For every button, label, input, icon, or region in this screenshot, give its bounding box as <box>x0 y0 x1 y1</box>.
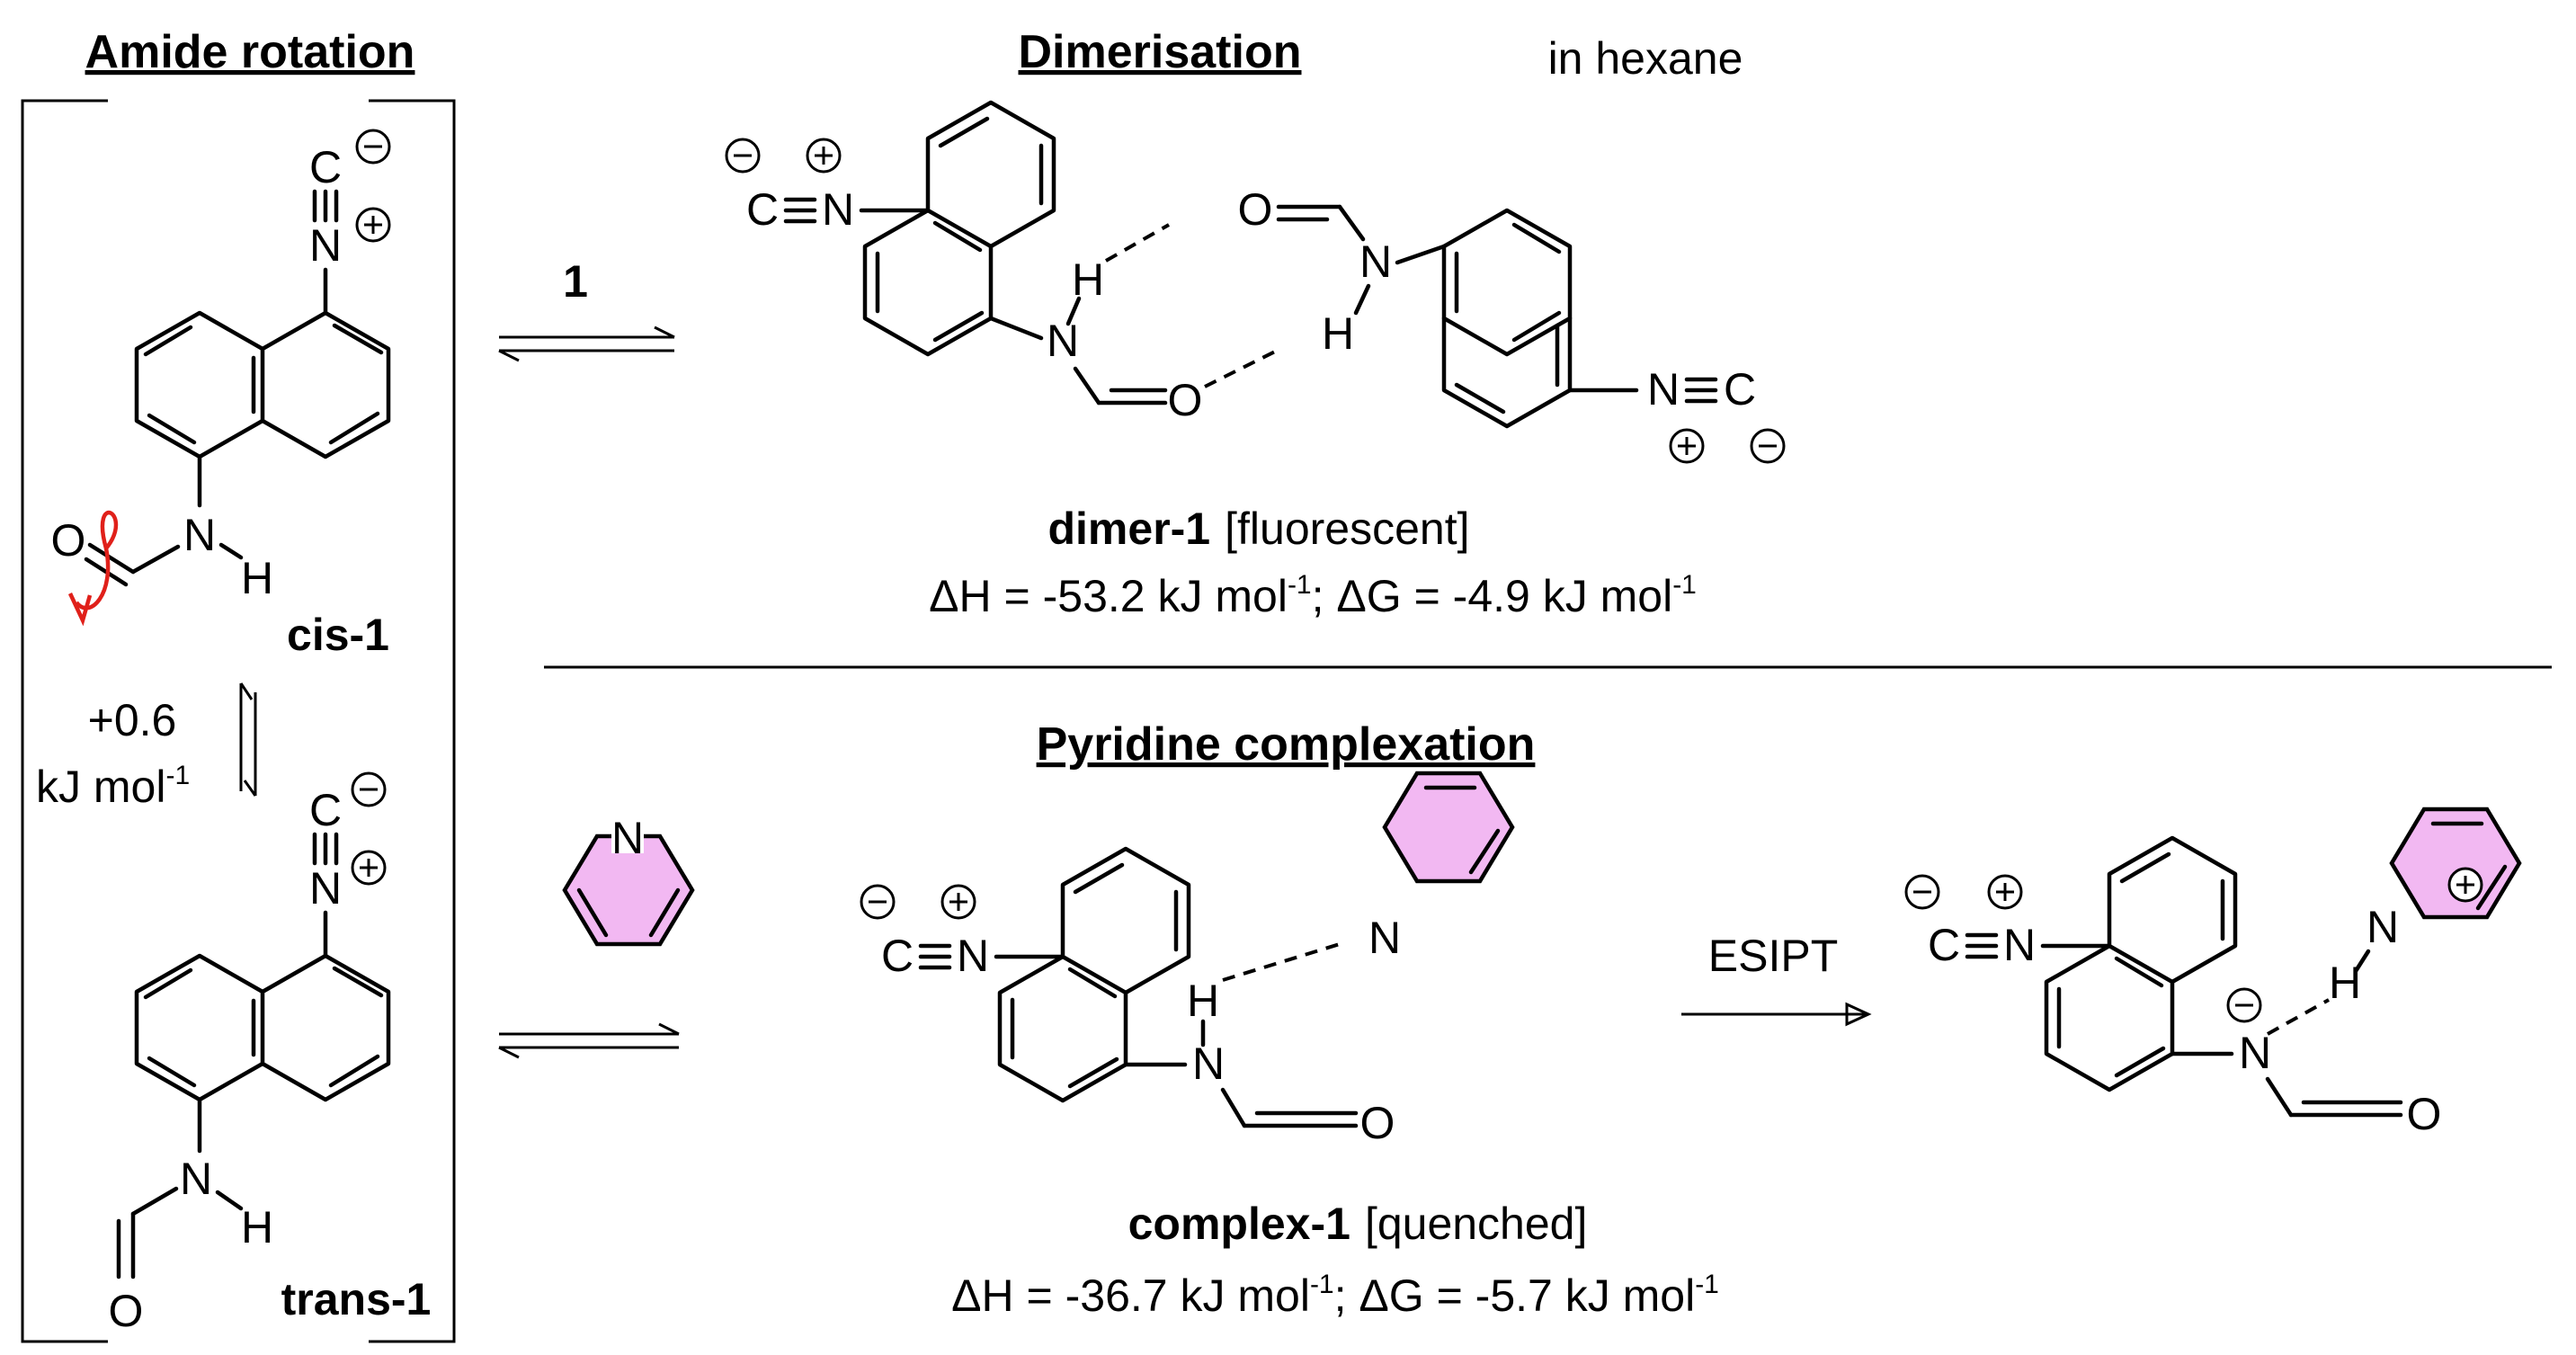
svg-text:C: C <box>881 931 914 981</box>
svg-text:O: O <box>109 1286 144 1336</box>
svg-text:C: C <box>746 184 779 235</box>
esipt-label: ESIPT <box>1708 931 1838 981</box>
svg-text:N: N <box>180 1154 212 1204</box>
svg-text:C: C <box>1928 920 1960 970</box>
svg-text:H: H <box>1322 308 1354 359</box>
trans-1-label: trans-1 <box>281 1274 432 1324</box>
svg-text:N: N <box>2239 1028 2271 1078</box>
dimerisation-equilibrium-arrow <box>498 325 675 362</box>
svg-text:H: H <box>241 553 273 603</box>
svg-text:N: N <box>611 813 644 863</box>
amide-rotation-bracket <box>21 99 456 1343</box>
svg-text:O: O <box>1168 375 1203 425</box>
svg-text:N: N <box>1359 236 1392 287</box>
esipt-arrow <box>1681 1002 1872 1027</box>
svg-text:H: H <box>1072 254 1104 305</box>
complex-1-caption: complex-1[quenched] <box>1128 1199 1588 1249</box>
svg-text:N: N <box>183 510 216 560</box>
complex-1-structure: C N N H O N <box>860 771 1515 1148</box>
svg-text:H: H <box>241 1202 273 1252</box>
svg-text:N: N <box>1647 364 1680 415</box>
svg-text:N: N <box>1368 913 1401 963</box>
svg-text:O: O <box>2407 1089 2442 1139</box>
svg-text:N: N <box>957 931 989 981</box>
heading-dimerisation: Dimerisation <box>1019 26 1302 78</box>
rotation-arrow <box>75 510 119 611</box>
svg-text:N: N <box>822 184 854 235</box>
trans-1-structure: C N N H O <box>109 771 391 1336</box>
heading-pyridine-complexation: Pyridine complexation <box>1037 718 1536 771</box>
svg-text:O: O <box>51 515 86 566</box>
rotation-equilibrium-arrows <box>239 682 257 797</box>
svg-text:N: N <box>2003 920 2036 970</box>
svg-text:C: C <box>309 785 342 835</box>
cis-1-structure: C N N H O <box>51 129 391 627</box>
solvent-note: in hexane <box>1548 33 1743 84</box>
svg-text:H: H <box>2329 958 2361 1008</box>
complex-1-thermo: ΔH = -36.7 kJ mol-1; ΔG = -5.7 kJ mol-1 <box>951 1270 1719 1321</box>
dimer-1-caption: dimer-1[fluorescent] <box>1048 504 1470 554</box>
svg-text:N: N <box>1192 1039 1225 1089</box>
svg-text:H: H <box>1187 976 1219 1026</box>
dimer-1-thermo: ΔH = -53.2 kJ mol-1; ΔG = -4.9 kJ mol-1 <box>929 570 1697 621</box>
rotation-energy-unit: kJ mol-1 <box>36 761 190 812</box>
rotation-energy-value: +0.6 <box>88 695 177 745</box>
esipt-product-structure: C N N O H N <box>1904 807 2522 1139</box>
svg-text:O: O <box>1238 184 1273 235</box>
pyridine-equilibrium-arrow <box>498 1022 680 1059</box>
svg-text:N: N <box>309 220 342 271</box>
pyridine-reagent: N <box>562 813 695 947</box>
svg-text:N: N <box>1047 316 1079 366</box>
cis-1-label: cis-1 <box>287 610 389 660</box>
dimer-1-structure: C N N H O O N H <box>725 100 1786 464</box>
svg-text:C: C <box>309 142 342 192</box>
heading-amide-rotation: Amide rotation <box>85 26 415 78</box>
svg-text:O: O <box>1360 1098 1395 1148</box>
svg-text:N: N <box>2367 902 2399 952</box>
svg-text:C: C <box>1724 364 1756 415</box>
equilibrium-reagent: 1 <box>563 256 588 307</box>
svg-text:N: N <box>309 863 342 914</box>
